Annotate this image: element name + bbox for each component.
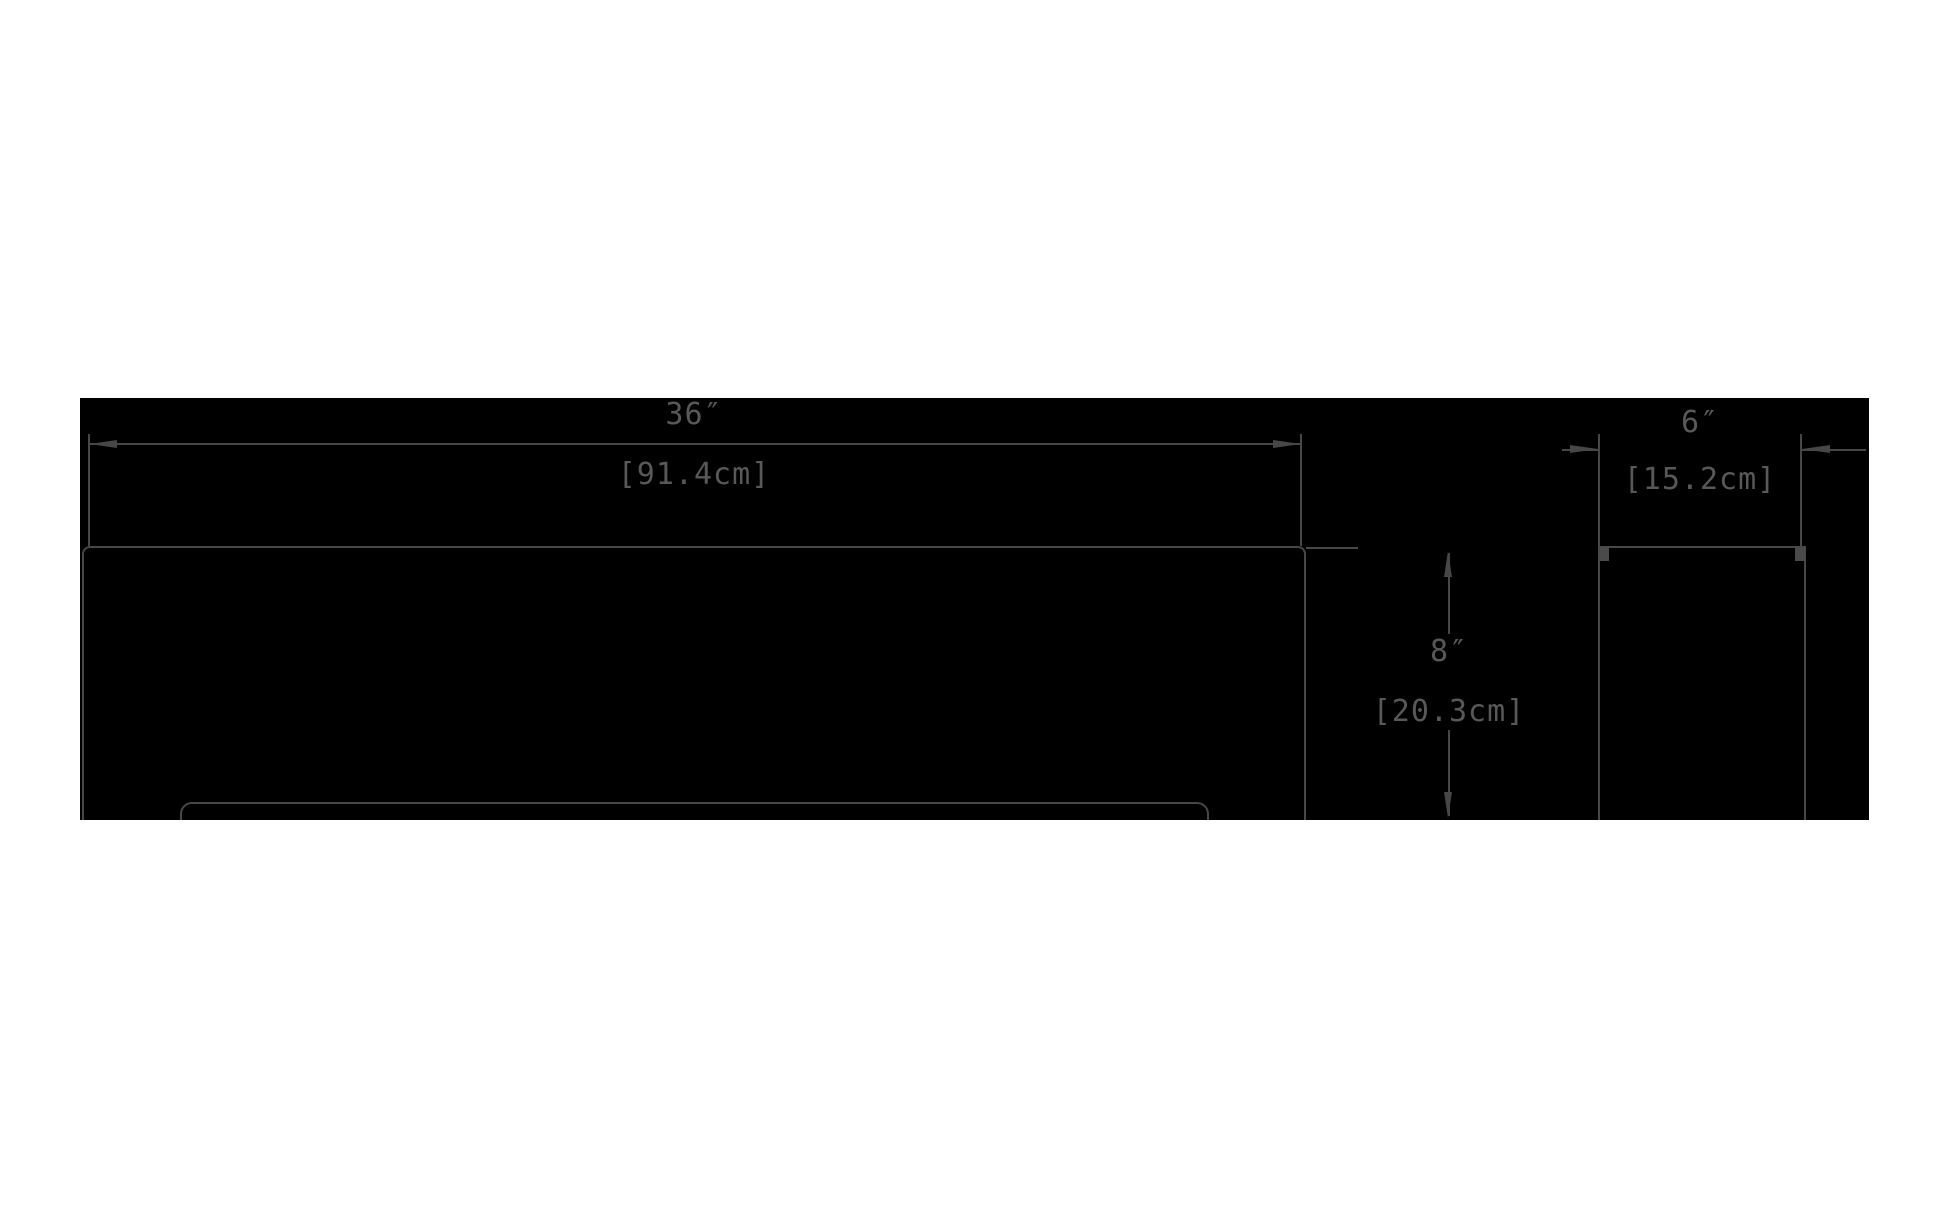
width-arrow-right-icon — [1273, 440, 1301, 448]
width-extension-line-left — [88, 434, 90, 546]
side-view-corner-tab-right-icon — [1795, 547, 1805, 561]
front-view-outline — [82, 546, 1306, 820]
height-dimension-labels: 8″ [20.3cm] — [1349, 634, 1549, 730]
depth-arrow-right-icon — [1802, 445, 1830, 453]
side-view-corner-tab-left-icon — [1599, 547, 1609, 561]
height-extension-line-top — [1306, 547, 1358, 549]
width-extension-line-right — [1300, 434, 1302, 546]
height-dimension-label-inches: 8″ — [1429, 634, 1469, 669]
width-dimension-line — [89, 443, 1301, 445]
height-dimension-label-metric: [20.3cm] — [1372, 694, 1526, 729]
width-arrow-left-icon — [89, 440, 117, 448]
depth-arrow-left-icon — [1570, 445, 1598, 453]
depth-dimension-label-inches: 6″ — [1680, 405, 1720, 440]
depth-dimension-label-metric: [15.2cm] — [1623, 462, 1777, 497]
side-view-outline — [1598, 546, 1806, 820]
depth-extension-line-left — [1598, 434, 1600, 547]
depth-dimension-line-right — [1802, 449, 1866, 451]
width-dimension-label-metric: [91.4cm] — [617, 457, 771, 492]
front-view-inner-panel-outline — [180, 802, 1209, 820]
drawing-panel: 36″ [91.4cm] 6″ [15.2cm] 8″ [20.3cm] — [80, 398, 1869, 820]
height-arrow-down-icon — [1444, 792, 1452, 818]
depth-extension-line-right — [1800, 434, 1802, 547]
height-arrow-up-icon — [1444, 551, 1452, 577]
width-dimension-label-inches: 36″ — [665, 398, 723, 432]
